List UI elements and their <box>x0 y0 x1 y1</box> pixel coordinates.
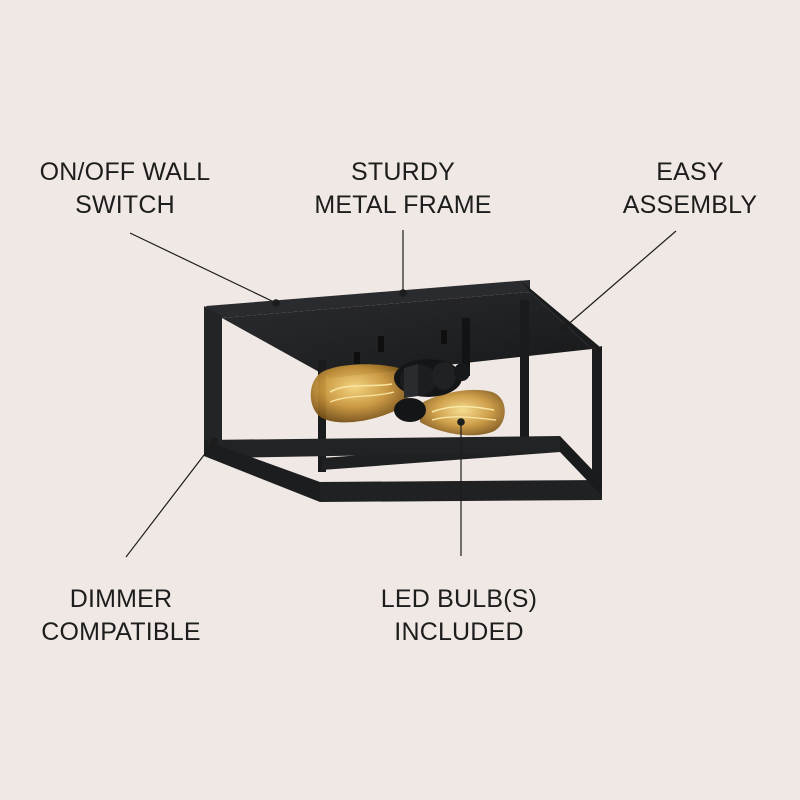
frame-bottom-rail-right <box>560 436 602 496</box>
feature-label-dimmer: DIMMER COMPATIBLE <box>40 583 202 649</box>
callout-line-dimmer <box>125 441 215 558</box>
feature-switch-line1: ON/OFF WALL <box>39 158 211 186</box>
feature-label-switch: ON/OFF WALL SWITCH <box>30 156 220 222</box>
feature-assembly-line1: EASY <box>656 158 724 186</box>
frame-bottom-rail-front <box>204 440 320 502</box>
feature-assembly-line2: ASSEMBLY <box>622 191 758 219</box>
feature-led-line1: LED BULB(S) <box>380 585 538 613</box>
feature-frame-line2: METAL FRAME <box>314 191 492 219</box>
feature-label-led: LED BULB(S) INCLUDED <box>372 583 546 649</box>
feature-label-frame: STURDY METAL FRAME <box>300 156 506 222</box>
frame-bottom-rail-left <box>204 436 560 458</box>
callout-dot-frame <box>399 289 407 297</box>
bulb-left <box>310 364 408 423</box>
feature-dimmer-line1: DIMMER <box>69 585 173 613</box>
callout-dot-dimmer <box>210 437 218 445</box>
frame-front-left-leg <box>204 306 222 452</box>
canopy-stem-2 <box>441 330 447 344</box>
canopy-stem-1 <box>378 336 384 352</box>
feature-frame-line1: STURDY <box>351 158 455 186</box>
bulb-right <box>420 389 505 436</box>
ceiling-plate <box>222 292 592 378</box>
feature-led-line2: INCLUDED <box>394 618 524 646</box>
canopy-stem-4 <box>462 318 470 376</box>
frame-top-rail-left <box>206 280 530 318</box>
frame-back-right-leg <box>520 300 529 440</box>
callout-dot-switch <box>272 299 280 307</box>
feature-label-assembly: EASY ASSEMBLY <box>610 156 770 222</box>
callout-lines <box>125 230 677 558</box>
callout-dot-led <box>457 418 465 426</box>
callout-dot-assembly <box>560 323 568 331</box>
canopy-stem-3 <box>354 352 360 364</box>
frame-front-right-leg <box>592 346 602 498</box>
feature-dimmer-line2: COMPATIBLE <box>41 618 201 646</box>
feature-switch-line2: SWITCH <box>75 191 175 219</box>
callout-line-switch <box>129 232 275 303</box>
bulb-socket-cluster <box>394 359 470 422</box>
callout-line-assembly <box>564 230 677 328</box>
frame-top-rail-right <box>520 280 600 349</box>
